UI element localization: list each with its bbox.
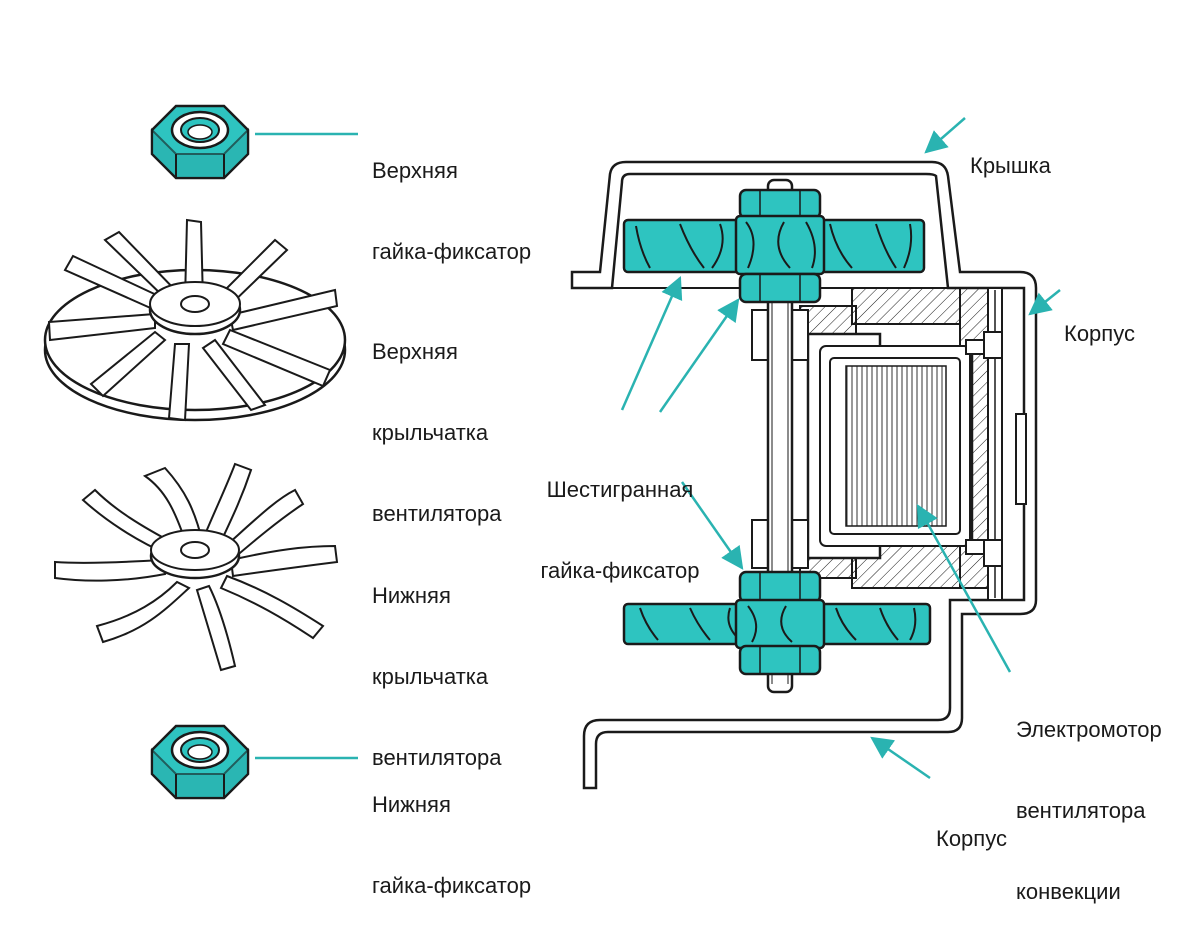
label-top-nut: Верхняя гайка-фиксатор bbox=[372, 158, 532, 264]
fan-assembly-diagram bbox=[43, 104, 1061, 800]
top-nut-icon bbox=[150, 104, 250, 180]
hex-nut-leader-2 bbox=[658, 298, 740, 413]
bottom-hex-nuts bbox=[734, 570, 826, 676]
hex-nut-leader-1 bbox=[620, 275, 683, 411]
label-housing-bottom: Корпус bbox=[936, 826, 1007, 851]
housing-right-leader bbox=[1028, 289, 1061, 316]
label-cover: Крышка bbox=[970, 153, 1051, 178]
lower-impeller-icon bbox=[54, 462, 339, 672]
upper-impeller-icon bbox=[43, 218, 347, 422]
top-hex-nuts bbox=[734, 188, 826, 304]
leaders bbox=[620, 117, 1061, 780]
label-motor: Электромотор вентилятора конвекции bbox=[1016, 717, 1162, 904]
label-housing-right: Корпус bbox=[1064, 321, 1135, 346]
hex-nut-leader-3 bbox=[680, 481, 744, 570]
housing-bottom-leader bbox=[870, 736, 931, 780]
motor bbox=[806, 331, 1003, 567]
label-top-impeller: Верхняя крыльчатка вентилятора bbox=[372, 339, 502, 526]
cover-leader bbox=[924, 117, 966, 154]
cover bbox=[570, 160, 1038, 790]
label-bottom-nut: Нижняя гайка-фиксатор bbox=[372, 792, 532, 898]
label-bottom-impeller: Нижняя крыльчатка вентилятора bbox=[372, 583, 502, 770]
motor-shaft bbox=[751, 178, 809, 694]
bottom-nut-icon bbox=[150, 724, 250, 800]
label-hex-nut: Шестигранная гайка-фиксатор bbox=[540, 477, 700, 583]
motor-leader bbox=[916, 504, 1012, 673]
